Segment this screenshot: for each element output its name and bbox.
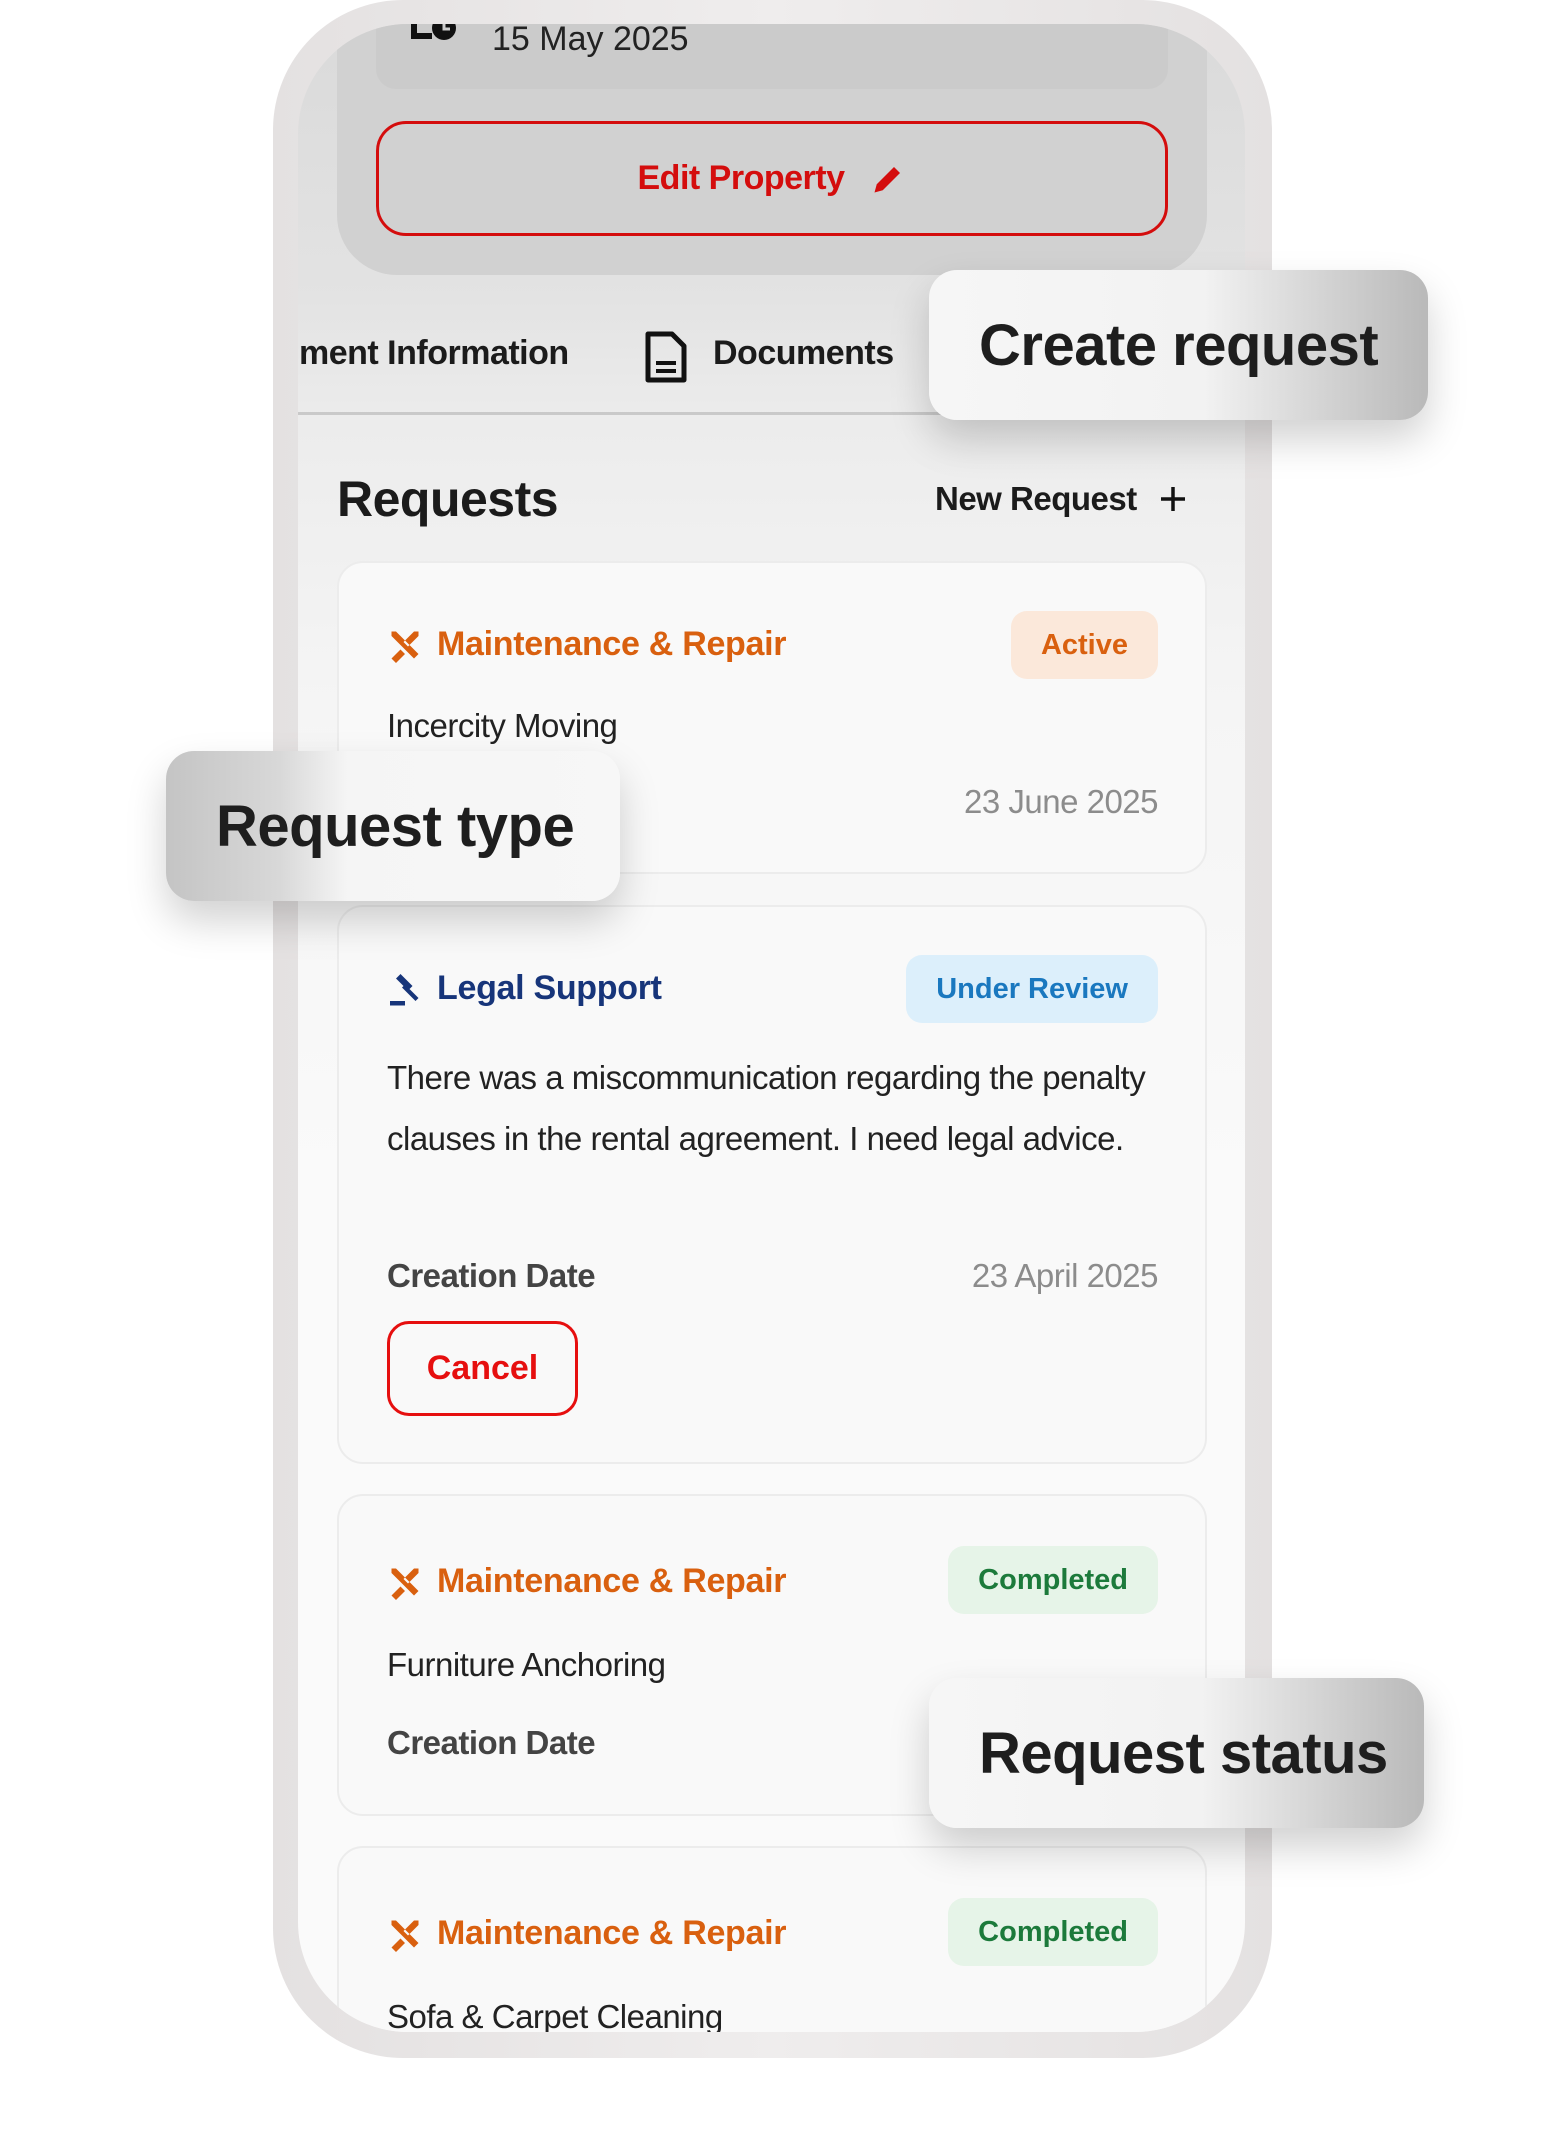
request-card[interactable]: Legal Support Under Review There was a m… xyxy=(337,905,1207,1464)
creation-date-label: Creation Date xyxy=(387,1724,596,1761)
calendar-clock-icon xyxy=(411,24,456,40)
new-request-button[interactable]: New Request xyxy=(935,480,1187,518)
request-description: There was a miscommunication regarding t… xyxy=(387,1059,1146,1157)
request-type: Legal Support xyxy=(387,969,662,1008)
new-request-label: New Request xyxy=(935,480,1137,517)
tab-divider xyxy=(298,412,1245,415)
request-date: 23 April 2025 xyxy=(971,1257,1159,1294)
request-description: Furniture Anchoring xyxy=(387,1646,666,1683)
callout-create-request: Create request xyxy=(929,270,1428,420)
cancel-request-button[interactable]: Cancel xyxy=(387,1321,578,1416)
callout-request-type: Request type xyxy=(166,751,620,901)
pencil-icon xyxy=(874,166,901,192)
status-badge: Under Review xyxy=(906,955,1158,1023)
callout-request-status: Request status xyxy=(929,1678,1424,1828)
status-badge: Active xyxy=(1010,611,1158,679)
request-date: 23 June 2025 xyxy=(963,783,1159,820)
tools-icon xyxy=(391,1568,419,1600)
edit-property-button[interactable]: Edit Property xyxy=(376,121,1168,236)
request-type: Maintenance & Repair xyxy=(387,1562,787,1601)
requests-heading: Requests xyxy=(337,471,559,527)
property-date: 15 May 2025 xyxy=(492,20,689,58)
request-type: Maintenance & Repair xyxy=(387,625,787,664)
status-badge: Completed xyxy=(948,1546,1158,1614)
request-description: Sofa & Carpet Cleaning xyxy=(387,1998,723,2035)
request-card[interactable]: Maintenance & Repair Completed Furniture… xyxy=(337,1494,1207,1816)
tools-icon xyxy=(391,631,419,663)
tab-documents[interactable]: Documents xyxy=(713,334,894,372)
creation-date-label: Creation Date xyxy=(387,1257,596,1294)
tools-icon xyxy=(391,1920,419,1952)
request-type: Maintenance & Repair xyxy=(387,1914,787,1953)
request-card[interactable]: Maintenance & Repair Completed Sofa & Ca… xyxy=(337,1846,1207,2035)
gavel-icon xyxy=(390,973,419,1005)
tab-payment-information[interactable]: ment Information xyxy=(299,334,569,372)
document-icon xyxy=(645,331,687,383)
request-description: Incercity Moving xyxy=(387,707,618,744)
status-badge: Completed xyxy=(948,1898,1158,1966)
edit-property-label: Edit Property xyxy=(637,159,845,197)
property-date-card xyxy=(376,24,1168,89)
plus-icon xyxy=(1160,487,1185,511)
